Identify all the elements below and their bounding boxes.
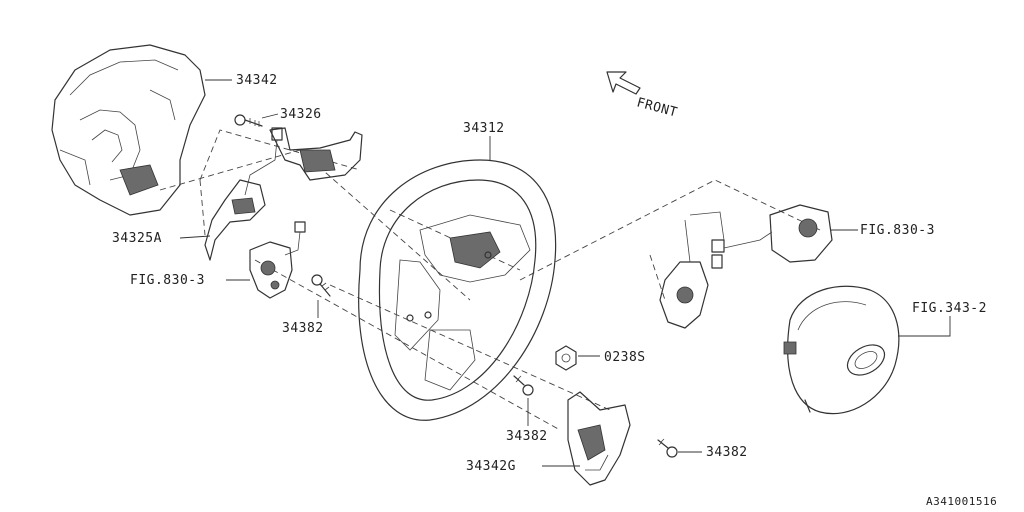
screw-part-34382-center[interactable] [513,375,534,396]
label-fig830-left: FIG.830-3 [130,273,205,288]
right-switch-module[interactable] [659,204,833,329]
part-labels: 34342 34326 34312 34325A FIG.830-3 34382… [112,73,997,508]
label-34326: 34326 [280,107,322,122]
label-34382-left: 34382 [282,321,324,336]
front-label: FRONT [635,95,679,120]
screw-part-34382-left[interactable] [311,274,331,297]
nut-part[interactable] [555,345,577,371]
label-fig343: FIG.343-2 [912,301,987,316]
column-cover-part[interactable] [51,44,206,216]
label-34382-right: 34382 [706,445,748,460]
screw-part-34382-right[interactable] [657,438,678,458]
assembly-dashed-lines [159,129,821,431]
label-34382-center: 34382 [506,429,548,444]
front-arrow-icon [606,71,641,95]
catalog-code: A341001516 [926,495,997,508]
paddle-shifter-right[interactable] [244,127,363,196]
label-34342: 34342 [236,73,278,88]
paddle-shifter-left[interactable] [204,179,266,261]
steering-wheel-part[interactable] [358,159,557,421]
label-fig830-right: FIG.830-3 [860,223,935,238]
label-34312: 34312 [463,121,505,136]
front-direction-indicator: FRONT [606,71,679,121]
label-0238S: 0238S [604,350,646,365]
lower-cover-part[interactable] [567,391,631,486]
leader-lines [179,79,951,467]
screw-part-34326[interactable] [234,114,263,127]
label-34342G: 34342G [466,459,516,474]
left-switch-module[interactable] [249,221,306,299]
airbag-module[interactable] [783,285,900,415]
label-34325A: 34325A [112,231,162,246]
